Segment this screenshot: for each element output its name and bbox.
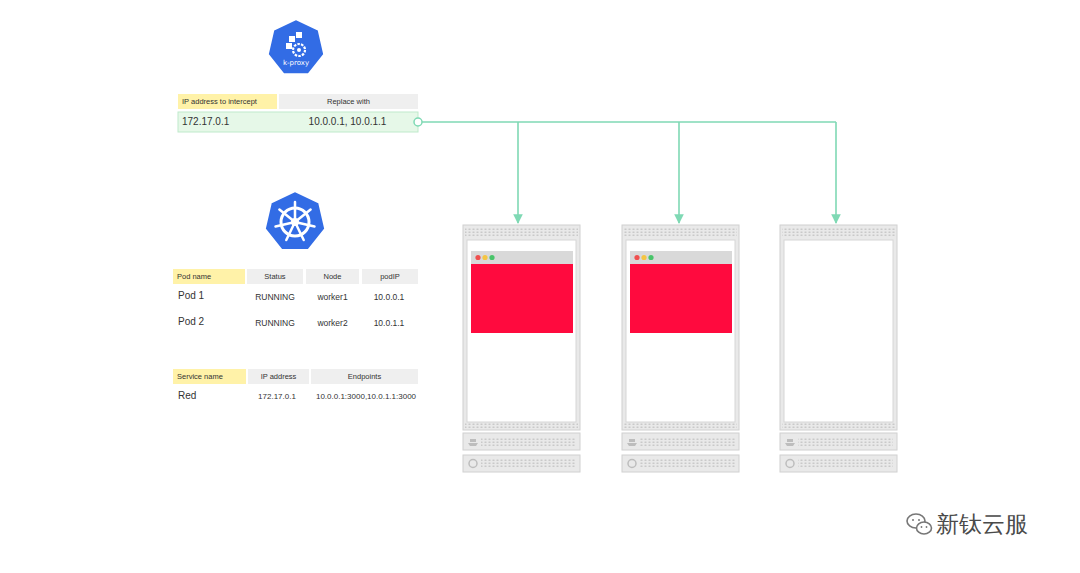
table-cell: 10.0.1.1: [360, 315, 418, 331]
heptagon-shape: [266, 18, 326, 78]
table-cell: 10.0.0.1: [360, 289, 418, 305]
table-header-cell: Replace with: [279, 94, 418, 109]
server: [463, 225, 580, 472]
table-header-cell: Endpoints: [311, 369, 418, 384]
kubernetes-icon: [265, 191, 325, 250]
table-header-cell: IP address to intercept: [178, 94, 277, 109]
table-cell: worker2: [304, 315, 361, 331]
table-cell: 10.0.0.1, 10.0.1.1: [279, 113, 416, 131]
app-window: [630, 251, 732, 333]
app-window: [471, 251, 573, 333]
kproxy-icon: k-proxy: [266, 18, 326, 78]
watermark: 新钛云服: [934, 508, 1052, 540]
table-cell: 172.17.0.1: [246, 389, 308, 405]
table-header-cell: Pod name: [173, 269, 245, 284]
route-origin: [414, 118, 422, 126]
table-header-cell: IP address: [248, 369, 309, 384]
icon-label: k-proxy: [266, 18, 326, 67]
server: [780, 225, 897, 472]
server: [622, 225, 739, 472]
table-cell: 172.17.0.1: [180, 113, 276, 131]
table-cell: Pod 1: [176, 288, 242, 304]
table-cell: 10.0.0.1:3000,10.0.1.1:3000: [308, 389, 424, 405]
wechat-icon: [907, 514, 932, 534]
rule-row: [178, 112, 418, 132]
table-cell: RUNNING: [247, 315, 303, 331]
table-header-cell: podIP: [362, 269, 418, 284]
table-cell: RUNNING: [247, 289, 303, 305]
table-cell: Pod 2: [176, 314, 242, 330]
route-lines: [422, 122, 836, 223]
table-cell: worker1: [304, 289, 361, 305]
table-header-cell: Node: [306, 269, 359, 284]
table-header-cell: Service name: [173, 369, 246, 384]
table-cell: Red: [176, 388, 236, 404]
table-header-cell: Status: [247, 269, 303, 284]
